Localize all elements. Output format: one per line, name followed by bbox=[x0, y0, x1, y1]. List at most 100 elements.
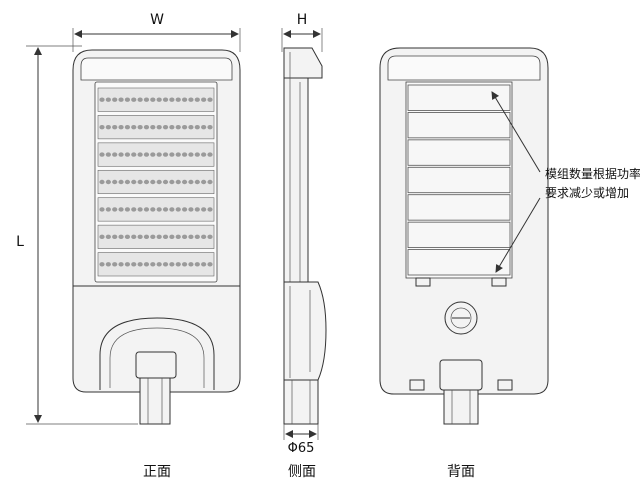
led-chip bbox=[201, 262, 207, 267]
led-chip bbox=[181, 179, 188, 185]
led-chip bbox=[181, 124, 188, 130]
led-chip bbox=[124, 179, 131, 185]
led-chip bbox=[181, 152, 188, 157]
led-chip bbox=[175, 207, 181, 212]
led-chip bbox=[194, 152, 200, 157]
led-chip bbox=[188, 97, 194, 102]
led-chip bbox=[188, 152, 194, 157]
led-chip bbox=[131, 262, 137, 267]
width-dimension: W bbox=[72, 12, 241, 52]
led-chip bbox=[137, 234, 143, 240]
led-chip bbox=[143, 97, 150, 102]
height-label: H bbox=[297, 12, 308, 28]
led-chip bbox=[143, 207, 150, 212]
led-chip bbox=[137, 262, 143, 267]
led-chip bbox=[162, 179, 169, 185]
led-chip bbox=[112, 262, 118, 267]
led-chip bbox=[112, 97, 118, 102]
led-chip bbox=[188, 179, 194, 185]
led-chip bbox=[156, 179, 162, 185]
led-chip bbox=[194, 234, 200, 240]
led-chip bbox=[99, 152, 105, 157]
led-chip bbox=[162, 262, 169, 267]
led-chip bbox=[99, 262, 105, 267]
led-module bbox=[407, 249, 511, 276]
led-strip bbox=[97, 87, 215, 112]
led-chip bbox=[194, 97, 200, 102]
led-chip bbox=[156, 207, 162, 212]
led-chip bbox=[207, 124, 213, 130]
led-chip bbox=[99, 207, 105, 212]
led-chip bbox=[118, 97, 124, 102]
led-chip bbox=[105, 234, 111, 240]
led-chip bbox=[105, 152, 111, 157]
led-chip bbox=[175, 262, 181, 267]
led-chip bbox=[150, 207, 156, 212]
led-chip bbox=[131, 179, 137, 185]
led-chip bbox=[99, 124, 105, 130]
height-dimension: H bbox=[281, 12, 323, 52]
led-chip bbox=[118, 179, 124, 185]
led-chip bbox=[99, 97, 105, 102]
led-strip bbox=[97, 115, 215, 140]
led-chip bbox=[175, 152, 181, 157]
led-chip bbox=[201, 97, 207, 102]
led-strip bbox=[97, 252, 215, 277]
led-chip bbox=[131, 124, 137, 130]
led-module bbox=[407, 84, 511, 111]
led-chip bbox=[137, 152, 143, 157]
led-chip bbox=[118, 234, 124, 240]
led-module bbox=[407, 221, 511, 248]
led-chip bbox=[156, 152, 162, 157]
led-chip bbox=[137, 207, 143, 212]
led-chip bbox=[162, 97, 169, 102]
led-chip bbox=[181, 97, 188, 102]
led-chip bbox=[181, 207, 188, 212]
front-view-caption: 正面 bbox=[143, 464, 171, 480]
led-chip bbox=[201, 234, 207, 240]
led-chip bbox=[124, 262, 131, 267]
led-module bbox=[407, 166, 511, 194]
led-chip bbox=[131, 152, 137, 157]
led-chip bbox=[188, 234, 194, 240]
led-chip bbox=[131, 207, 137, 212]
led-chip bbox=[156, 124, 162, 130]
led-chip bbox=[207, 262, 213, 267]
led-chip bbox=[131, 234, 137, 240]
led-chip bbox=[131, 97, 137, 102]
led-chip bbox=[175, 124, 181, 130]
led-chip bbox=[124, 234, 131, 240]
led-chip bbox=[99, 179, 105, 185]
led-chip bbox=[169, 179, 175, 185]
width-label: W bbox=[150, 12, 164, 28]
led-chip bbox=[207, 152, 213, 157]
led-chip bbox=[162, 207, 169, 212]
led-chip bbox=[175, 97, 181, 102]
led-chip bbox=[194, 262, 200, 267]
led-chip bbox=[194, 207, 200, 212]
led-chip bbox=[118, 152, 124, 157]
led-chip bbox=[188, 207, 194, 212]
led-module bbox=[407, 194, 511, 221]
led-chip bbox=[207, 179, 213, 185]
led-chip bbox=[201, 179, 207, 185]
led-chip bbox=[137, 124, 143, 130]
led-chip bbox=[150, 179, 156, 185]
led-chip bbox=[137, 97, 143, 102]
led-chip bbox=[181, 262, 188, 267]
led-chip bbox=[169, 207, 175, 212]
led-chip bbox=[156, 97, 162, 102]
led-chip bbox=[162, 124, 169, 130]
led-strip bbox=[97, 142, 215, 167]
led-chip bbox=[143, 152, 150, 157]
led-chip bbox=[150, 234, 156, 240]
led-chip bbox=[162, 152, 169, 157]
led-chip bbox=[124, 97, 131, 102]
led-chip bbox=[118, 124, 124, 130]
led-chip bbox=[162, 234, 169, 240]
led-chip bbox=[181, 234, 188, 240]
led-chip bbox=[156, 262, 162, 267]
led-chip bbox=[169, 152, 175, 157]
length-label: L bbox=[16, 234, 24, 250]
